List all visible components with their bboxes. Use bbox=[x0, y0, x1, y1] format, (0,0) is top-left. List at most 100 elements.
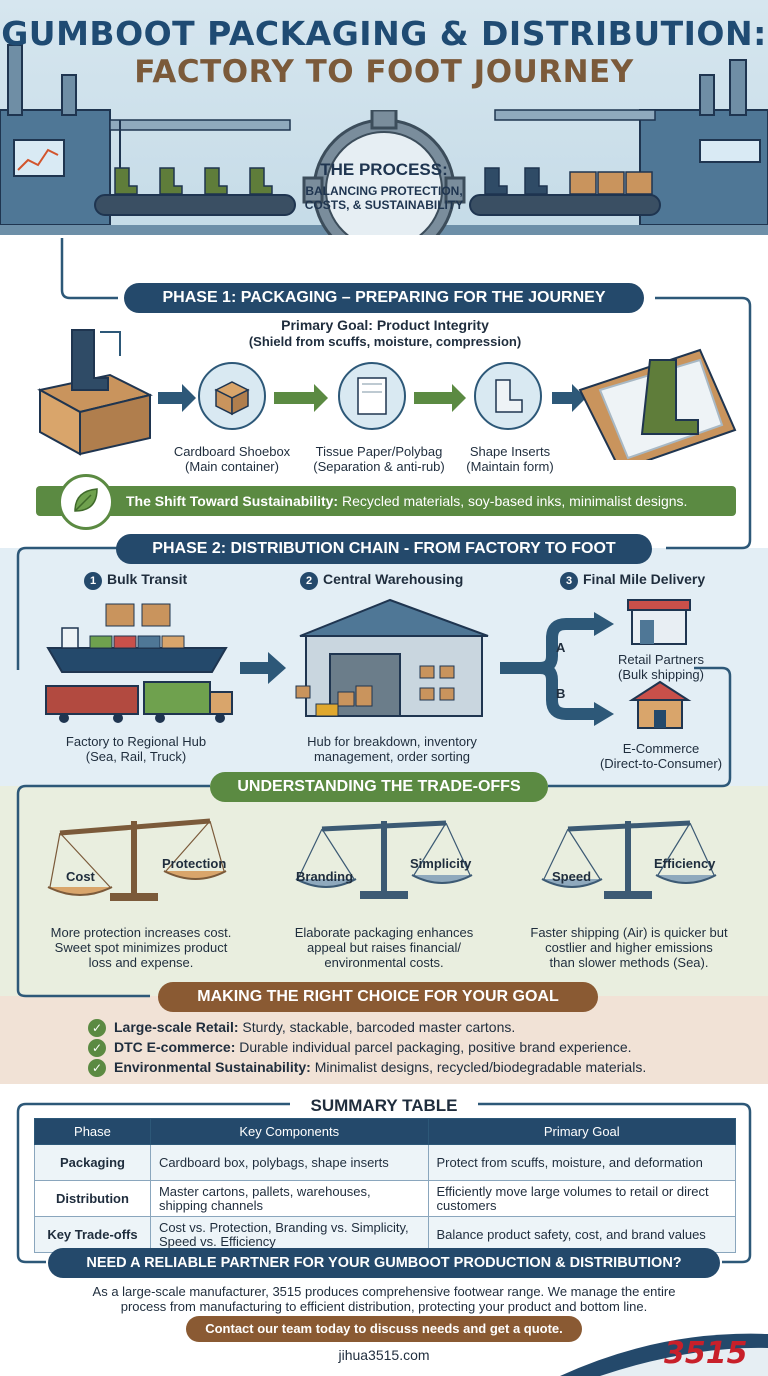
choice-item-retail: ✓ Large-scale Retail: Sturdy, stackable, … bbox=[88, 1019, 515, 1037]
route-a-label: A bbox=[556, 640, 566, 655]
table-header-goal: Primary Goal bbox=[427, 1118, 736, 1145]
tradeoff1-desc1: More protection increases cost. bbox=[50, 925, 232, 940]
choice-retail-text: Sturdy, stackable, barcoded master carto… bbox=[238, 1019, 516, 1035]
table-header-components: Key Components bbox=[149, 1118, 429, 1145]
table-cell: Distribution bbox=[34, 1180, 151, 1217]
step3-label: Final Mile Delivery bbox=[583, 571, 706, 587]
shoebox-icon bbox=[198, 362, 266, 430]
phase1-illustration bbox=[37, 329, 737, 460]
website-link[interactable]: jihua3515.com bbox=[338, 1347, 430, 1363]
step1-label: Bulk Transit bbox=[107, 571, 188, 587]
table-row: Key Trade-offs Cost vs. Protection, Bran… bbox=[34, 1216, 736, 1253]
shoebox-sub: (Main container) bbox=[185, 459, 279, 474]
step2-label: Central Warehousing bbox=[323, 571, 464, 587]
tradeoff1-desc3: loss and expense. bbox=[88, 955, 194, 970]
tradeoff3-left: Speed bbox=[552, 869, 592, 884]
tradeoff1-desc2: Sweet spot minimizes product bbox=[54, 940, 228, 955]
header-illustration: GUMBOOT PACKAGING & DISTRIBUTION: FACTOR… bbox=[0, 0, 768, 235]
process-subtitle: BALANCING PROTECTION, COSTS, & SUSTAINAB… bbox=[304, 184, 464, 212]
tradeoff3-desc2: costlier and higher emissions bbox=[545, 940, 713, 955]
footer-swoosh bbox=[560, 1333, 768, 1376]
step3-number: 3 bbox=[560, 572, 578, 590]
cta-body-line2: process from manufacturing to efficient … bbox=[120, 1299, 648, 1314]
step2-header: 2 Central Warehousing bbox=[300, 572, 463, 590]
table-cell: Packaging bbox=[34, 1144, 151, 1181]
step1-desc2: (Sea, Rail, Truck) bbox=[85, 749, 187, 764]
tradeoffs-banner: UNDERSTANDING THE TRADE-OFFS bbox=[210, 772, 548, 802]
check-icon: ✓ bbox=[88, 1039, 106, 1057]
choice-env-text: Minimalist designs, recycled/biodegradab… bbox=[310, 1059, 647, 1075]
sustain-text: Recycled materials, soy-based inks, mini… bbox=[338, 493, 688, 509]
step2-number: 2 bbox=[300, 572, 318, 590]
shoebox-label: Cardboard Shoebox bbox=[173, 444, 291, 459]
tradeoff1-left: Cost bbox=[66, 869, 95, 884]
step1-number: 1 bbox=[84, 572, 102, 590]
summary-title: SUMMARY TABLE bbox=[290, 1096, 478, 1116]
phase1-banner: PHASE 1: PACKAGING – PREPARING FOR THE J… bbox=[124, 283, 644, 313]
choice-item-dtc: ✓ DTC E-commerce: Durable individual parc… bbox=[88, 1039, 632, 1057]
tradeoff3-desc1: Faster shipping (Air) is quicker but bbox=[530, 925, 728, 940]
table-row: Distribution Master cartons, pallets, wa… bbox=[34, 1180, 736, 1217]
choice-env-title: Environmental Sustainability: bbox=[114, 1059, 311, 1075]
contact-button[interactable]: Contact our team today to discuss needs … bbox=[186, 1316, 582, 1342]
title-line1: GUMBOOT PACKAGING & DISTRIBUTION: bbox=[1, 14, 767, 53]
phase2-illustration bbox=[45, 598, 692, 729]
route-b-label: B bbox=[556, 686, 566, 701]
check-icon: ✓ bbox=[88, 1019, 106, 1037]
cta-banner: NEED A RELIABLE PARTNER FOR YOUR GUMBOOT… bbox=[48, 1248, 720, 1278]
sustainability-bar: The Shift Toward Sustainability: Recycle… bbox=[36, 486, 736, 516]
choice-item-environment: ✓ Environmental Sustainability: Minimalis… bbox=[88, 1059, 646, 1077]
cta-body-line1: As a large-scale manufacturer, 3515 prod… bbox=[92, 1284, 676, 1299]
ecommerce-label: E-Commerce bbox=[622, 741, 700, 756]
tradeoff2-left: Branding bbox=[296, 869, 354, 884]
sustain-title: The Shift Toward Sustainability: bbox=[126, 493, 339, 509]
step3-header: 3 Final Mile Delivery bbox=[560, 572, 705, 590]
tradeoff2-desc1: Elaborate packaging enhances bbox=[294, 925, 474, 940]
table-row: Packaging Cardboard box, polybags, shape… bbox=[34, 1144, 736, 1181]
tradeoff2-desc3: environmental costs. bbox=[324, 955, 444, 970]
check-icon: ✓ bbox=[88, 1059, 106, 1077]
process-title: THE PROCESS: bbox=[320, 160, 448, 179]
choice-retail-title: Large-scale Retail: bbox=[114, 1019, 239, 1035]
insert-sub: (Maintain form) bbox=[466, 459, 554, 474]
table-header-row: Phase Key Components Primary Goal bbox=[34, 1118, 736, 1145]
table-cell: Efficiently move large volumes to retail… bbox=[427, 1180, 736, 1217]
tissue-paper-icon bbox=[338, 362, 406, 430]
leaf-icon bbox=[58, 474, 114, 530]
retail-label: Retail Partners bbox=[618, 652, 704, 667]
table-header-phase: Phase bbox=[34, 1118, 151, 1145]
table-cell: Key Trade-offs bbox=[34, 1216, 151, 1253]
phase1-goal-subtitle: (Shield from scuffs, moisture, compressi… bbox=[248, 334, 522, 349]
shape-insert-icon bbox=[474, 362, 542, 430]
table-cell: Cost vs. Protection, Branding vs. Simpli… bbox=[149, 1216, 429, 1253]
tradeoff1-right: Protection bbox=[162, 856, 227, 871]
table-cell: Protect from scuffs, moisture, and defor… bbox=[427, 1144, 736, 1181]
title-line2: FACTORY TO FOOT JOURNEY bbox=[134, 54, 634, 90]
step2-desc2: management, order sorting bbox=[313, 749, 471, 764]
table-cell: Cardboard box, polybags, shape inserts bbox=[149, 1144, 429, 1181]
tradeoff3-desc3: than slower methods (Sea). bbox=[549, 955, 709, 970]
step2-desc1: Hub for breakdown, inventory bbox=[307, 734, 477, 749]
balance-scales-illustration bbox=[47, 818, 717, 901]
tradeoff3-right: Efficiency bbox=[654, 856, 716, 871]
phase1-goal-title: Primary Goal: Product Integrity bbox=[281, 317, 489, 333]
step1-header: 1 Bulk Transit bbox=[84, 572, 187, 590]
gear-icon bbox=[302, 110, 466, 235]
table-cell: Master cartons, pallets, warehouses, shi… bbox=[149, 1180, 429, 1217]
brand-logo: 3515 bbox=[664, 1336, 748, 1371]
summary-table: Phase Key Components Primary Goal Packag… bbox=[34, 1118, 736, 1253]
phase2-banner: PHASE 2: DISTRIBUTION CHAIN - FROM FACTO… bbox=[116, 534, 652, 564]
choice-dtc-text: Durable individual parcel packaging, pos… bbox=[235, 1039, 632, 1055]
tissue-label: Tissue Paper/Polybag bbox=[315, 444, 443, 459]
tradeoff2-desc2: appeal but raises financial/ bbox=[307, 940, 461, 955]
insert-label: Shape Inserts bbox=[469, 444, 551, 459]
choice-dtc-title: DTC E-commerce: bbox=[114, 1039, 236, 1055]
step1-desc1: Factory to Regional Hub bbox=[65, 734, 207, 749]
tradeoff2-right: Simplicity bbox=[410, 856, 472, 871]
ecommerce-sub: (Direct-to-Consumer) bbox=[599, 756, 723, 771]
table-cell: Balance product safety, cost, and brand … bbox=[427, 1216, 736, 1253]
tissue-sub: (Separation & anti-rub) bbox=[313, 459, 445, 474]
choice-banner: MAKING THE RIGHT CHOICE FOR YOUR GOAL bbox=[158, 982, 598, 1012]
retail-sub: (Bulk shipping) bbox=[618, 667, 704, 682]
